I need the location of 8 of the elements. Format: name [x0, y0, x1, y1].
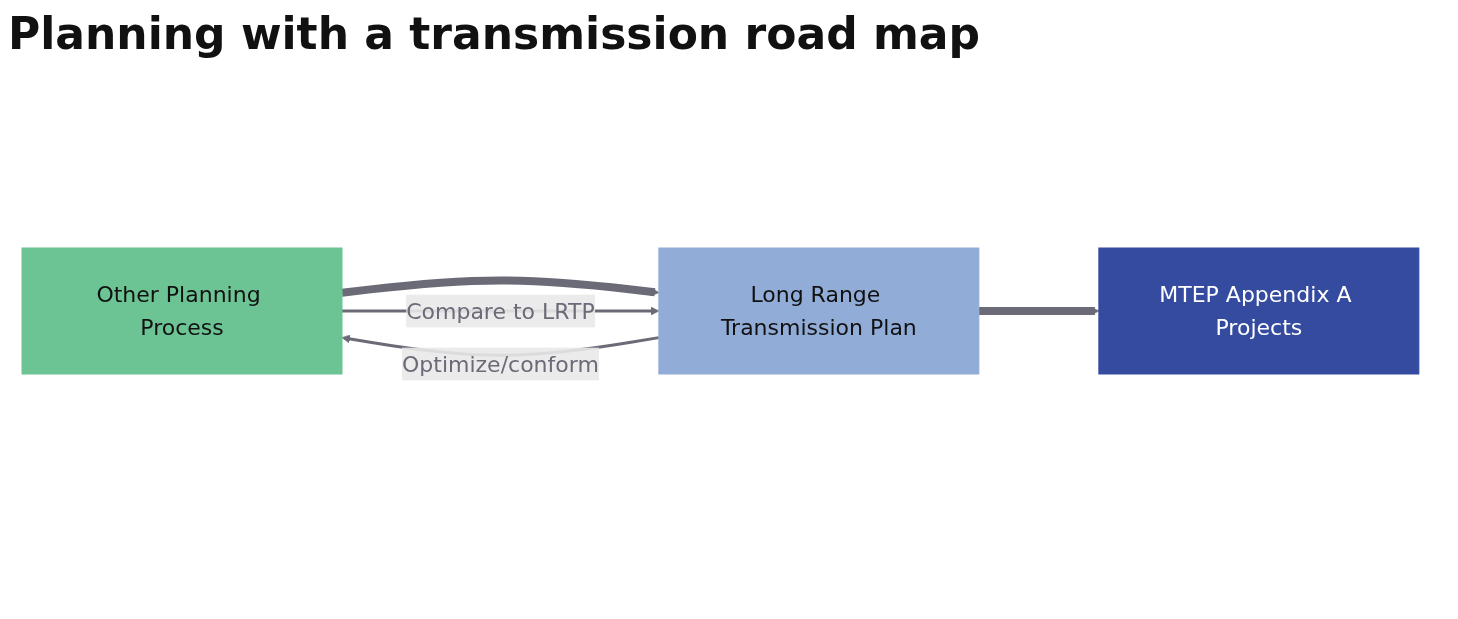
- node-box: MTEP Appendix A Projects: [1097, 247, 1419, 375]
- diagram-title: Planning with a transmission road map: [8, 8, 981, 59]
- arrow: [978, 306, 1099, 316]
- node-box: Other Planning Process: [21, 247, 343, 375]
- edge-label: Optimize/conform: [401, 351, 599, 377]
- arrow: [341, 276, 659, 297]
- edge-label: Compare to LRTP: [405, 298, 595, 324]
- node-box: Long Range Transmission Plan: [657, 247, 979, 375]
